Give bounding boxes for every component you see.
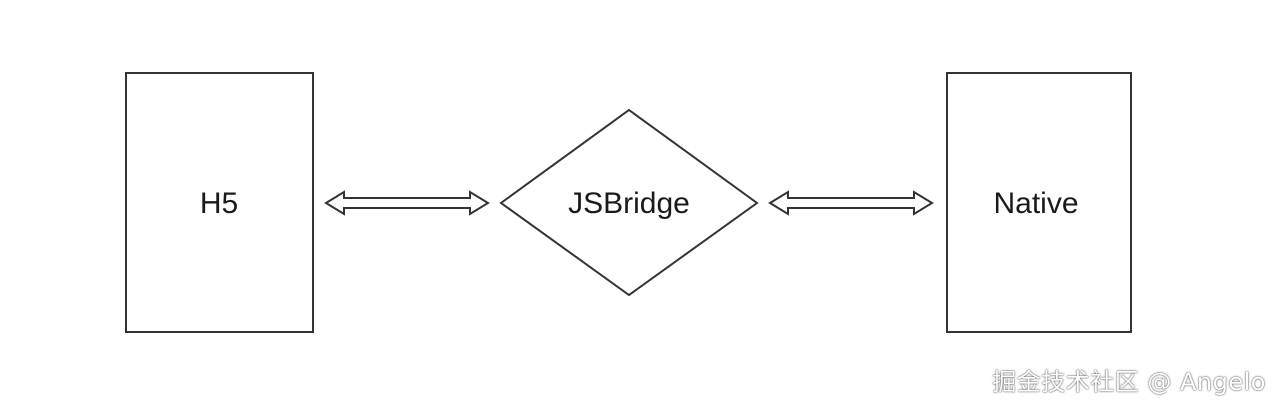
arrow-h5-bridge [324, 190, 490, 216]
jsbridge-diamond [499, 108, 759, 297]
jsbridge-label: JSBridge [568, 187, 690, 220]
h5-box [125, 72, 314, 333]
native-box [946, 72, 1132, 333]
watermark-text: 掘金技术社区 @ Angelo [992, 368, 1266, 396]
jsbridge-node: JSBridge [499, 108, 759, 297]
h5-label: H5 [200, 187, 238, 220]
arrow-bridge-native [768, 190, 934, 216]
native-node: Native [946, 72, 1132, 333]
native-label: Native [993, 187, 1078, 220]
h5-node: H5 [125, 72, 314, 333]
